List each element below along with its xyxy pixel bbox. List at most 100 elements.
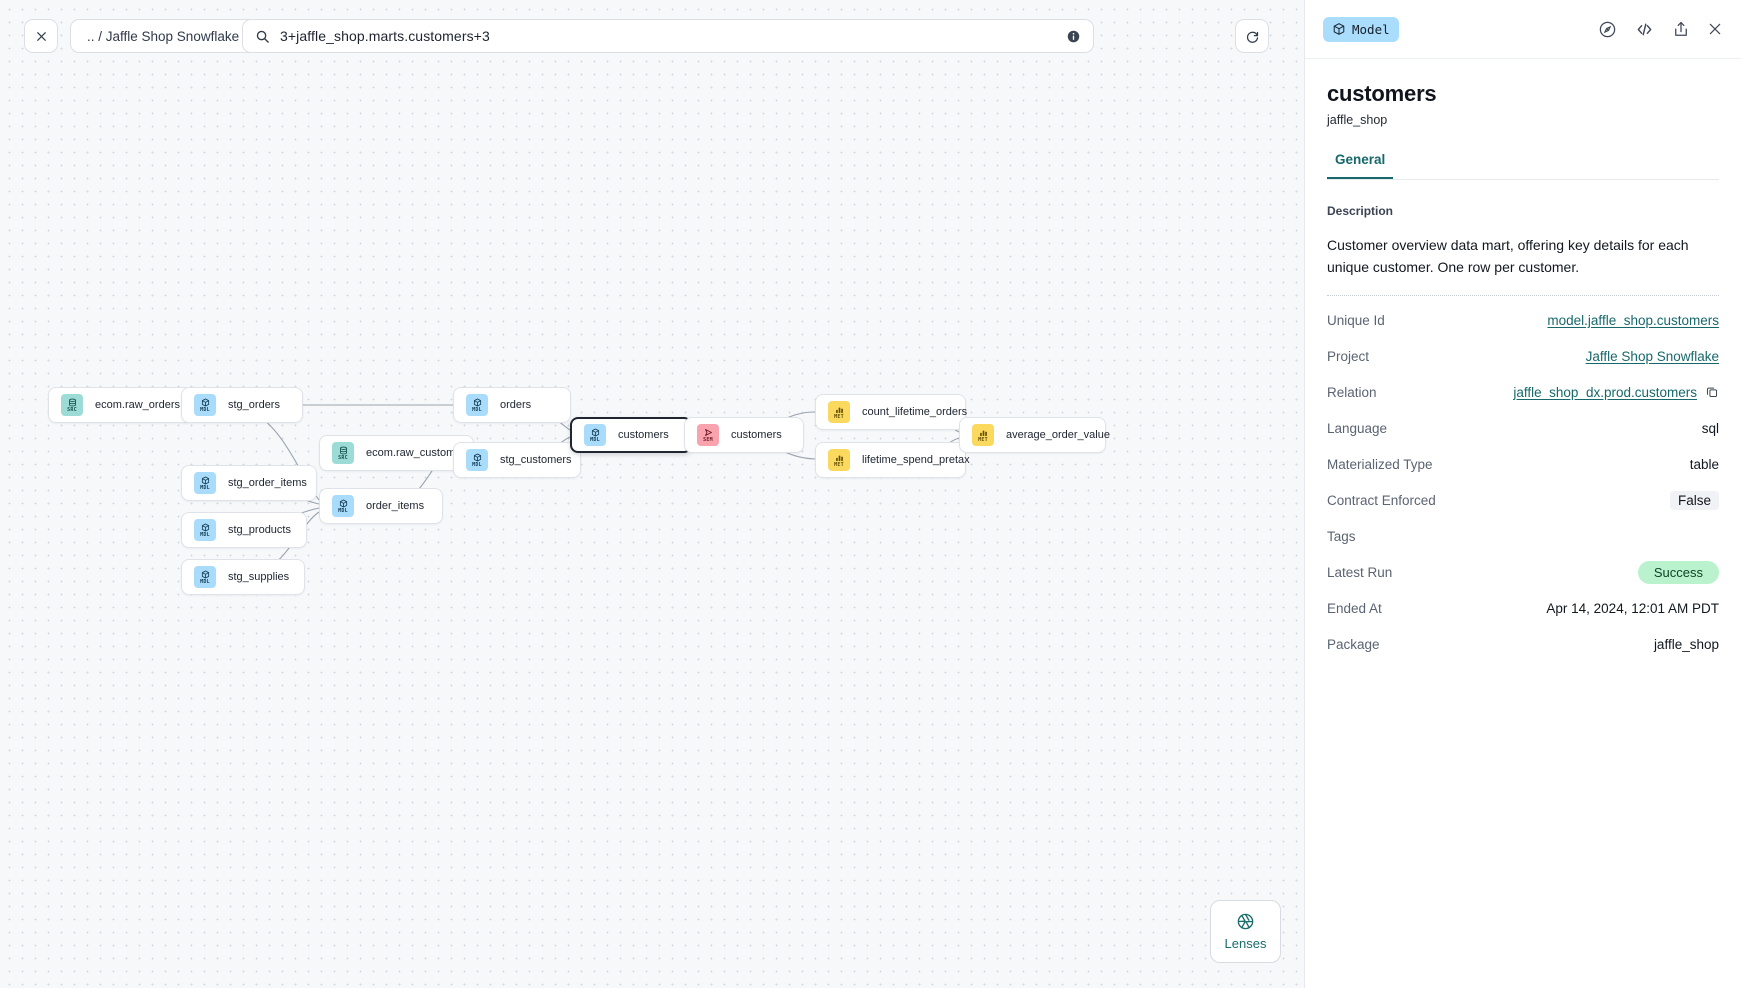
met-badge-icon: MET	[828, 449, 850, 471]
mdl-badge-icon: MDL	[584, 424, 606, 446]
mdl-badge-icon: MDL	[332, 495, 354, 517]
mdl-badge-icon: MDL	[194, 472, 216, 494]
field-value: jaffle_shop	[1654, 637, 1719, 652]
details-panel: Model customers jaffle_shop	[1304, 0, 1741, 988]
description-label: Description	[1327, 204, 1394, 218]
src-badge-icon: SRC	[332, 442, 354, 464]
status-badge: Success	[1637, 560, 1719, 584]
share-icon[interactable]	[1672, 20, 1690, 39]
dag-node-stg_orders[interactable]: MDL stg_orders	[181, 387, 303, 423]
dag-node-customers_semantic[interactable]: SEM customers	[684, 417, 804, 453]
breadcrumb[interactable]: .. / Jaffle Shop Snowflake	[70, 19, 257, 53]
field-key: Project	[1327, 348, 1370, 364]
field-key: Package	[1327, 636, 1380, 652]
dag-node-label: customers	[731, 429, 782, 441]
field-key: Latest Run	[1327, 564, 1393, 580]
panel-body: Description Customer overview data mart,…	[1305, 180, 1741, 988]
dag-node-stg_customers[interactable]: MDL stg_customers	[453, 442, 581, 478]
field-key: Unique Id	[1327, 312, 1385, 328]
lenses-label: Lenses	[1224, 936, 1267, 951]
info-icon[interactable]	[1066, 29, 1081, 44]
description-text: Customer overview data mart, offering ke…	[1327, 237, 1689, 276]
field-key: Ended At	[1327, 600, 1382, 616]
dag-node-stg_supplies[interactable]: MDL stg_supplies	[181, 559, 305, 595]
field-value-link[interactable]: model.jaffle_shop.customers	[1547, 312, 1719, 328]
dag-node-count_lifetime_orders[interactable]: MET count_lifetime_orders	[815, 394, 968, 430]
field-value-link[interactable]: jaffle_shop_dx.prod.customers	[1513, 384, 1697, 400]
panel-title-block: customers jaffle_shop	[1305, 59, 1741, 127]
field-value: table	[1690, 457, 1719, 472]
close-graph-button[interactable]	[24, 19, 58, 53]
field-value-text: table	[1689, 456, 1719, 472]
copy-icon[interactable]	[1705, 385, 1719, 399]
mdl-badge-icon: MDL	[194, 519, 216, 541]
dag-node-label: stg_supplies	[228, 571, 290, 583]
field-row: Tags	[1327, 518, 1719, 554]
aperture-icon	[1236, 912, 1255, 931]
dag-node-lifetime_spend_pretax[interactable]: MET lifetime_spend_pretax	[815, 442, 970, 478]
field-value-link[interactable]: Jaffle Shop Snowflake	[1585, 348, 1719, 364]
mdl-badge-icon: MDL	[466, 449, 488, 471]
code-icon[interactable]	[1634, 20, 1655, 39]
field-value-text: Apr 14, 2024, 12:01 AM PDT	[1546, 600, 1719, 616]
dag-node-label: orders	[500, 399, 532, 411]
dag-node-label: stg_customers	[500, 454, 572, 466]
resource-type-chip: Model	[1323, 16, 1399, 42]
dag-node-label: ecom.raw_orders	[95, 399, 180, 411]
close-panel-icon[interactable]	[1707, 21, 1723, 37]
field-value-badge: False	[1669, 490, 1719, 510]
panel-header: Model	[1305, 0, 1741, 59]
field-row: Ended At Apr 14, 2024, 12:01 AM PDT	[1327, 590, 1719, 626]
met-badge-icon: MET	[828, 401, 850, 423]
dag-node-label: count_lifetime_orders	[862, 406, 968, 418]
field-key: Language	[1327, 420, 1388, 436]
dag-node-label: stg_products	[228, 524, 291, 536]
search-icon	[255, 29, 270, 44]
mdl-badge-icon: MDL	[466, 394, 488, 416]
field-value: jaffle_shop_dx.prod.customers	[1513, 385, 1719, 400]
field-key: Tags	[1327, 528, 1356, 544]
lenses-button[interactable]: Lenses	[1210, 900, 1281, 963]
divider	[1327, 295, 1719, 297]
cube-icon	[1332, 22, 1346, 36]
field-value: sql	[1702, 421, 1719, 436]
dag-canvas[interactable]: .. / Jaffle Shop Snowflake 3+jaffle_shop…	[0, 0, 1304, 988]
dag-node-label: lifetime_spend_pretax	[862, 454, 970, 466]
dag-node-stg_products[interactable]: MDL stg_products	[181, 512, 307, 548]
field-row: Language sql	[1327, 410, 1719, 446]
field-row: Unique Id model.jaffle_shop.customers	[1327, 302, 1719, 338]
dag-node-label: stg_orders	[228, 399, 280, 411]
lineage-search-input[interactable]: 3+jaffle_shop.marts.customers+3	[242, 19, 1094, 53]
field-row: Package jaffle_shop	[1327, 626, 1719, 662]
field-value: Apr 14, 2024, 12:01 AM PDT	[1546, 601, 1719, 616]
tab-general[interactable]: General	[1327, 152, 1394, 179]
dag-node-order_items[interactable]: MDL order_items	[319, 488, 443, 524]
refresh-button[interactable]	[1235, 19, 1269, 53]
dag-node-ecom_raw_orders[interactable]: SRC ecom.raw_orders	[48, 387, 193, 423]
compass-icon[interactable]	[1598, 20, 1617, 39]
src-badge-icon: SRC	[61, 394, 83, 416]
mdl-badge-icon: MDL	[194, 566, 216, 588]
dag-node-label: order_items	[366, 500, 425, 512]
page-title: customers	[1327, 81, 1437, 106]
dag-node-stg_order_items[interactable]: MDL stg_order_items	[181, 465, 317, 501]
search-value: 3+jaffle_shop.marts.customers+3	[280, 28, 490, 44]
sem-badge-icon: SEM	[697, 424, 719, 446]
dag-node-orders[interactable]: MDL orders	[453, 387, 571, 423]
field-value: False	[1669, 490, 1719, 510]
breadcrumb-label: .. / Jaffle Shop Snowflake	[87, 28, 240, 44]
resource-type-label: Model	[1352, 21, 1390, 37]
mdl-badge-icon: MDL	[194, 394, 216, 416]
met-badge-icon: MET	[972, 424, 994, 446]
close-icon	[35, 30, 48, 43]
field-value: Success	[1637, 560, 1719, 584]
field-value-text: sql	[1701, 420, 1719, 436]
dag-node-label: stg_order_items	[228, 477, 307, 489]
